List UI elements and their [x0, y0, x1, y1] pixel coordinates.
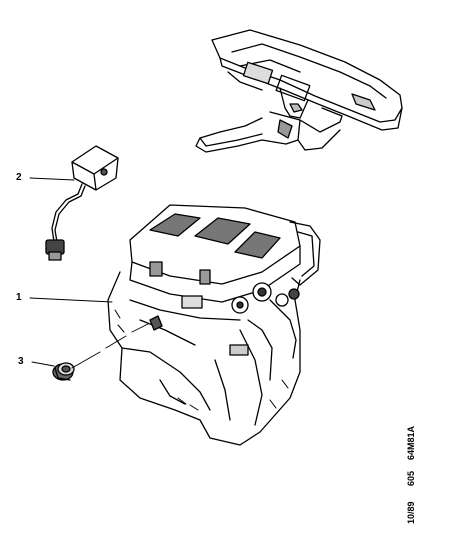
callout-2: 2	[16, 172, 22, 183]
leader-line-1	[29, 297, 113, 303]
leader-lines	[29, 177, 149, 369]
part-1-heater-housing	[107, 204, 321, 446]
part-2-module	[45, 145, 119, 261]
dashboard-illustration	[195, 29, 403, 153]
reference-code: 64M81A	[406, 425, 416, 460]
callout-3: 3	[18, 356, 24, 367]
leader-line-2	[29, 177, 75, 181]
reference-code-block: 10/89 605 64M81A	[402, 418, 442, 528]
leader-line-3	[31, 361, 55, 367]
reference-date: 10/89	[406, 501, 416, 524]
callout-1: 1	[16, 292, 22, 303]
reference-page: 605	[406, 470, 416, 486]
part-3-grommet	[52, 362, 75, 381]
dashed-assembly-line	[71, 323, 149, 369]
